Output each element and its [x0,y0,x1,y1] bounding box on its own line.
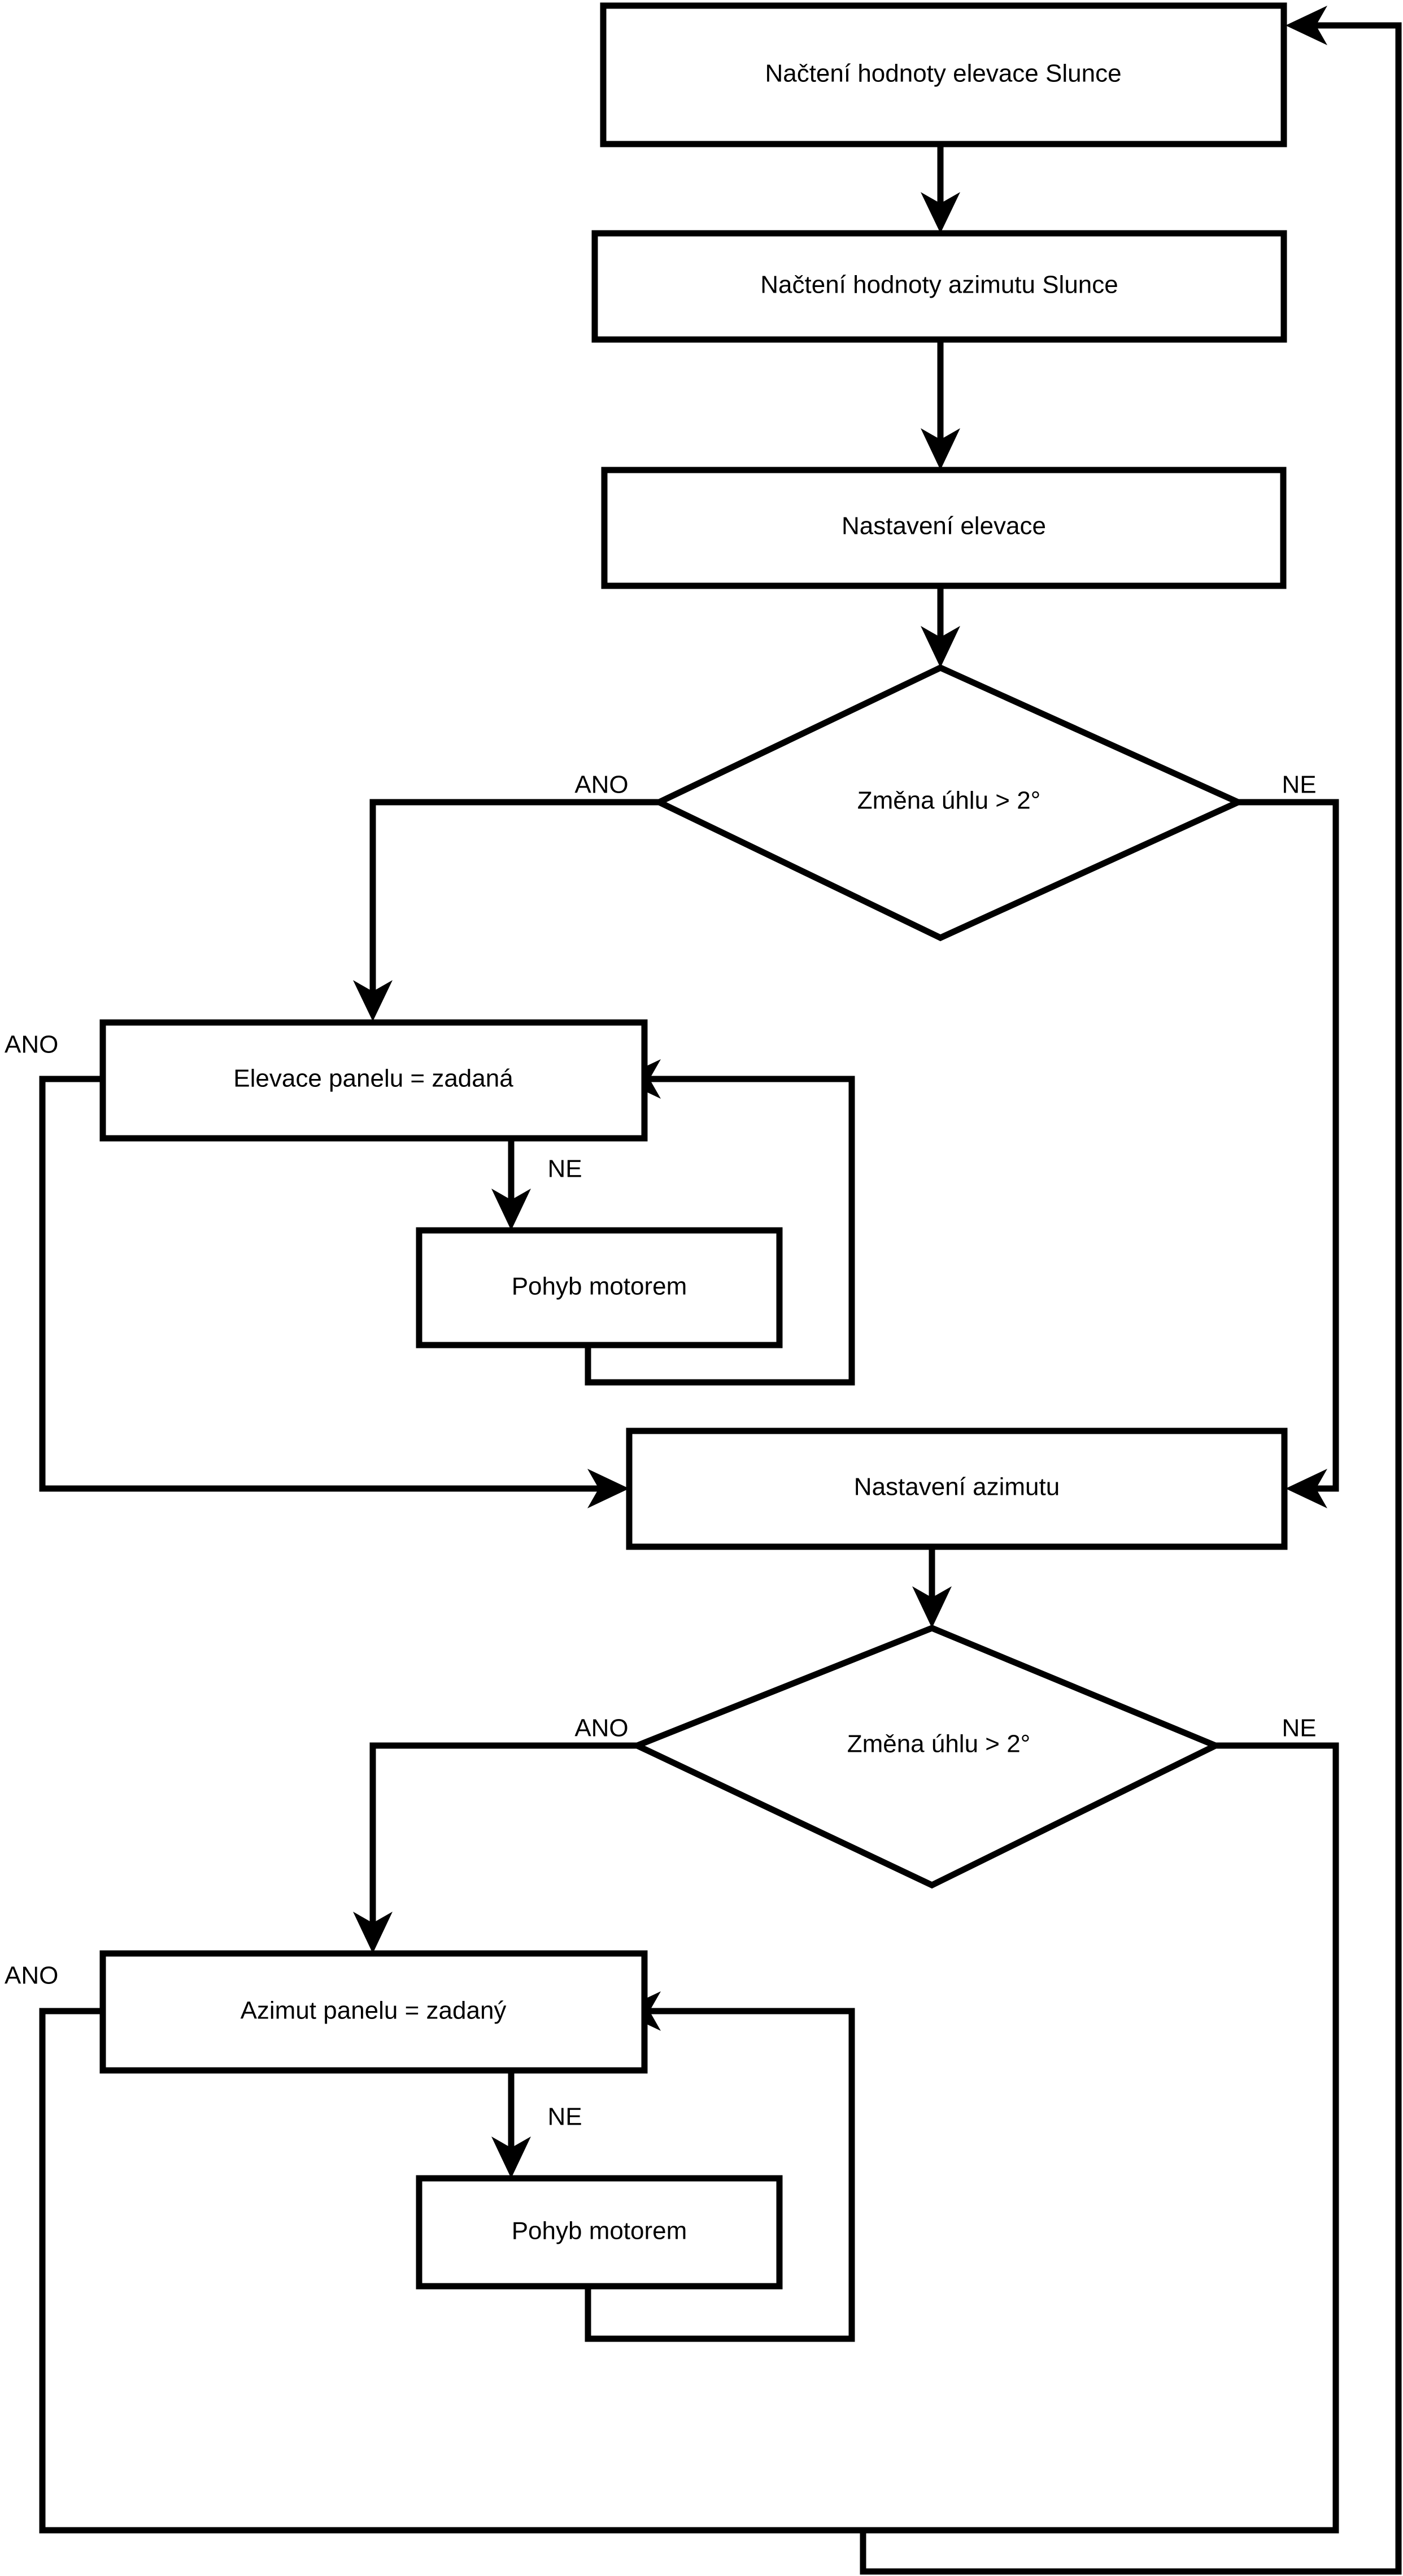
edge-read-elevation-to-read-azimuth [921,144,960,233]
edge-label-panel-azimuth-yes: ANO [5,1962,58,1990]
edge-label-elevation-yes: ANO [574,771,628,799]
edge-return-to-start [860,6,1402,2575]
node-read-azimuth-label: Načtení hodnoty azimutu Slunce [760,271,1118,299]
edge-decision-elevation-yes [353,799,659,1021]
node-set-elevation[interactable]: Nastavení elevace [601,467,1287,589]
edge-panel-azimuth-no [491,2070,531,2178]
edge-set-elevation-to-decision-elevation [921,586,960,668]
node-set-azimuth[interactable]: Nastavení azimutu [626,1428,1288,1550]
node-read-elevation[interactable]: Načtení hodnoty elevace Slunce [600,2,1287,147]
node-decision-elevation[interactable]: Změna úhlu > 2° [652,664,1246,942]
node-panel-azimuth-label: Azimut panelu = zadaný [241,1997,507,2025]
edge-label-elevation-no: NE [1282,771,1316,799]
edge-label-azimuth-yes: ANO [574,1715,628,1742]
node-panel-elevation[interactable]: Elevace panelu = zadaná [99,1019,648,1142]
edge-label-panel-azimuth-no: NE [547,2103,582,2131]
node-motor-move-azimuth[interactable]: Pohyb motorem [416,2175,783,2290]
node-panel-elevation-label: Elevace panelu = zadaná [233,1065,513,1093]
edge-set-azimuth-to-decision-azimuth [912,1548,952,1628]
node-motor-move-azimuth-label: Pohyb motorem [512,2217,687,2245]
node-decision-azimuth-label: Změna úhlu > 2° [847,1730,1031,1758]
node-decision-elevation-label: Změna úhlu > 2° [857,787,1041,815]
edge-label-azimuth-no: NE [1282,1715,1316,1742]
edge-panel-azimuth-yes [39,2008,863,2534]
node-read-azimuth[interactable]: Načtení hodnoty azimutu Slunce [591,230,1287,343]
node-motor-move-elevation[interactable]: Pohyb motorem [416,1227,783,1348]
edge-read-azimuth-to-set-elevation [921,339,960,470]
node-panel-azimuth[interactable]: Azimut panelu = zadaný [99,1950,648,2074]
edge-decision-azimuth-no [863,1742,1339,2534]
edge-label-panel-elevation-no: NE [547,1155,582,1183]
edge-label-panel-elevation-yes: ANO [5,1031,58,1059]
node-set-elevation-label: Nastavení elevace [842,512,1046,540]
edge-decision-elevation-no [1238,799,1339,1508]
node-read-elevation-label: Načtení hodnoty elevace Slunce [765,60,1121,88]
node-motor-move-elevation-label: Pohyb motorem [512,1273,687,1300]
node-decision-azimuth[interactable]: Změna úhlu > 2° [629,1625,1223,1889]
edge-panel-elevation-yes [39,1076,629,1508]
edge-decision-azimuth-yes [353,1742,637,1953]
edge-panel-elevation-no [491,1138,531,1230]
node-set-azimuth-label: Nastavení azimutu [854,1473,1060,1501]
